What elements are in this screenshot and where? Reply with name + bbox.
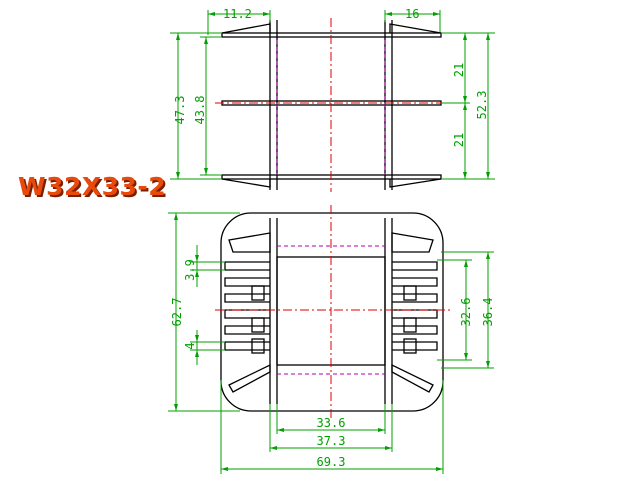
top-centerlines (215, 18, 450, 192)
title-text: W32X33-2 (18, 172, 167, 201)
dim-pin-gap: 4 (183, 342, 197, 349)
bobbin-body (220, 212, 444, 412)
dim-flange-right: 16 (405, 7, 419, 21)
dim-overall-height: 52.3 (475, 91, 489, 120)
right-pin-comb (392, 261, 438, 354)
dim-window-outer-height: 36.4 (481, 298, 495, 327)
bottom-right-wedge (391, 363, 434, 393)
dim-overall-width: 69.3 (317, 455, 346, 469)
top-hidden-lines (276, 40, 386, 175)
dim-front-height: 62.7 (170, 298, 184, 327)
dim-window-width: 37.3 (317, 434, 346, 448)
left-pin-comb (224, 261, 270, 354)
dim-core-width: 33.6 (317, 416, 346, 430)
top-left-wedge (228, 232, 271, 253)
top-dimension-arrows (176, 12, 490, 179)
dim-lower-pitch: 21 (452, 133, 466, 147)
dim-total-height-inner: 43.8 (193, 96, 207, 125)
dim-upper-pitch: 21 (452, 63, 466, 77)
front-view (220, 212, 444, 412)
front-centerlines (215, 205, 450, 418)
dim-window-height: 32.6 (459, 298, 473, 327)
bottom-left-wedge (228, 363, 271, 393)
front-dimension-arrows (174, 213, 490, 471)
dim-total-height-outer: 47.3 (173, 96, 187, 125)
front-hidden-lines (277, 245, 385, 375)
dim-pin-pitch: 3.9 (183, 259, 197, 281)
top-dimension-lines (170, 10, 495, 180)
top-right-wedge (391, 232, 434, 253)
dim-flange-left: 11.2 (223, 7, 252, 21)
front-dimension-lines (168, 212, 494, 474)
part-number-title: W32X33-2 (18, 172, 166, 201)
